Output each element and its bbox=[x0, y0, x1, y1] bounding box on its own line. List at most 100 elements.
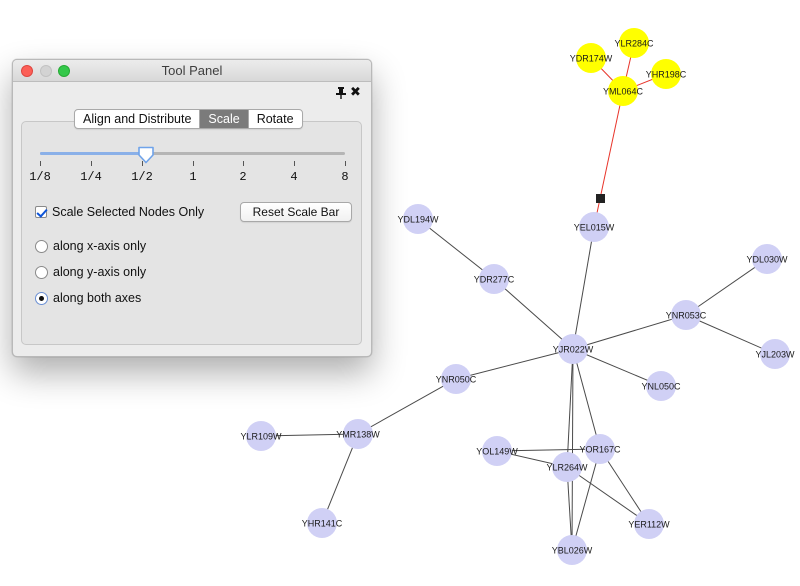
edge-YJR022W-YLR264W[interactable] bbox=[566, 348, 574, 468]
node-circle[interactable] bbox=[651, 59, 681, 89]
node-label: YDL030W bbox=[746, 255, 788, 265]
pin-icon[interactable] bbox=[336, 87, 346, 99]
radio-both-axes-label: along both axes bbox=[53, 291, 142, 305]
slider-tick bbox=[294, 161, 295, 166]
node-circle[interactable] bbox=[579, 212, 609, 242]
node[interactable]: YOL149W bbox=[476, 436, 518, 466]
window-title: Tool Panel bbox=[161, 63, 223, 78]
node-circle[interactable] bbox=[479, 264, 509, 294]
node-circle[interactable] bbox=[576, 43, 606, 73]
node-circle[interactable] bbox=[246, 421, 276, 451]
node-circle[interactable] bbox=[557, 535, 587, 565]
minimize-window-button[interactable] bbox=[40, 65, 52, 77]
node-circle[interactable] bbox=[482, 436, 512, 466]
node[interactable]: YJR022W bbox=[553, 334, 594, 364]
tick-label: 1 bbox=[189, 170, 197, 184]
node[interactable]: YNR053C bbox=[666, 300, 707, 330]
tab-rotate[interactable]: Rotate bbox=[256, 112, 294, 126]
close-panel-icon[interactable]: ✖ bbox=[350, 84, 361, 99]
node-label: YOR167C bbox=[579, 445, 621, 455]
node-label: YNR050C bbox=[436, 375, 477, 385]
node[interactable]: YEL015W bbox=[574, 212, 615, 242]
node-label: YMR138W bbox=[336, 430, 380, 440]
edge-YLR109W-YMR138W[interactable] bbox=[260, 433, 359, 437]
tick-label: 2 bbox=[239, 170, 247, 184]
node-circle[interactable] bbox=[307, 508, 337, 538]
node-label: YJR022W bbox=[553, 345, 594, 355]
node[interactable]: YLR109W bbox=[240, 421, 282, 451]
node-circle[interactable] bbox=[585, 434, 615, 464]
node-circle[interactable] bbox=[403, 204, 433, 234]
reset-scale-bar-button[interactable]: Reset Scale Bar bbox=[240, 202, 352, 222]
scale-selected-only-checkbox[interactable] bbox=[35, 206, 47, 218]
slider-tick bbox=[142, 161, 143, 166]
node[interactable]: YOR167C bbox=[579, 434, 621, 464]
node[interactable]: YJL203W bbox=[755, 339, 795, 369]
node-circle[interactable] bbox=[441, 364, 471, 394]
node-circle[interactable] bbox=[343, 419, 373, 449]
node[interactable]: YBL026W bbox=[552, 535, 593, 565]
edge-YJR022W-YNL050C[interactable] bbox=[572, 348, 662, 387]
edge-YNR053C-YJL203W[interactable] bbox=[685, 314, 776, 355]
edge-YNR053C-YJR022W[interactable] bbox=[572, 314, 687, 350]
node[interactable]: YML064C bbox=[603, 76, 644, 106]
edge-YMR138W-YHR141C[interactable] bbox=[321, 433, 359, 524]
node-circle[interactable] bbox=[646, 371, 676, 401]
edge-YDR277C-YJR022W[interactable] bbox=[493, 278, 574, 350]
node[interactable]: YER112W bbox=[628, 509, 670, 539]
slider-tick bbox=[243, 161, 244, 166]
node-label: YDL194W bbox=[397, 215, 439, 225]
title-bar[interactable]: Tool Panel bbox=[13, 60, 371, 82]
slider-tick bbox=[91, 161, 92, 166]
edge-YEL015W-YJR022W[interactable] bbox=[572, 226, 595, 350]
tool-panel-window: Tool Panel ✖ Align and Distribute Scale … bbox=[12, 59, 372, 357]
edge-handle[interactable] bbox=[596, 194, 605, 203]
close-window-button[interactable] bbox=[21, 65, 33, 77]
tab-bar: Align and Distribute Scale Rotate bbox=[74, 109, 303, 129]
node[interactable]: YDL194W bbox=[397, 204, 439, 234]
edge-YNR050C-YMR138W[interactable] bbox=[357, 378, 457, 435]
node[interactable]: YLR284C bbox=[614, 28, 654, 58]
radio-both-axes[interactable] bbox=[35, 292, 48, 305]
tab-align-distribute[interactable]: Align and Distribute bbox=[75, 110, 201, 128]
scale-slider-thumb[interactable] bbox=[137, 146, 155, 164]
node[interactable]: YNR050C bbox=[436, 364, 477, 394]
edge-YDL030W-YNR053C[interactable] bbox=[685, 258, 768, 316]
node-circle[interactable] bbox=[558, 334, 588, 364]
node-circle[interactable] bbox=[552, 452, 582, 482]
node[interactable]: YHR198C bbox=[646, 59, 687, 89]
edge-YLR264W-YER112W[interactable] bbox=[566, 466, 650, 525]
node[interactable]: YDR277C bbox=[474, 264, 515, 294]
radio-x-axis[interactable] bbox=[35, 240, 48, 253]
edge-YDL194W-YDR277C[interactable] bbox=[417, 218, 495, 280]
node-label: YBL026W bbox=[552, 546, 593, 556]
radio-y-axis[interactable] bbox=[35, 266, 48, 279]
node[interactable]: YMR138W bbox=[336, 419, 380, 449]
scale-slider-fill bbox=[40, 152, 146, 155]
zoom-window-button[interactable] bbox=[58, 65, 70, 77]
node-circle[interactable] bbox=[671, 300, 701, 330]
node[interactable]: YDL030W bbox=[746, 244, 788, 274]
edge-YJR022W-YOR167C[interactable] bbox=[572, 348, 601, 450]
node-circle[interactable] bbox=[619, 28, 649, 58]
node-label: YLR109W bbox=[240, 432, 282, 442]
edge-YJR022W-YNR050C[interactable] bbox=[455, 348, 574, 380]
node-label: YDR174W bbox=[570, 54, 613, 64]
tab-scale[interactable]: Scale bbox=[200, 110, 249, 128]
node-label: YER112W bbox=[628, 520, 670, 530]
node[interactable]: YLR264W bbox=[546, 452, 588, 482]
edge-YOR167C-YBL026W[interactable] bbox=[571, 448, 601, 551]
node-circle[interactable] bbox=[634, 509, 664, 539]
node-circle[interactable] bbox=[752, 244, 782, 274]
tick-label: 1/8 bbox=[29, 170, 51, 184]
edge-YML064C-YEL015W[interactable] bbox=[593, 90, 624, 228]
node[interactable]: YNL050C bbox=[641, 371, 681, 401]
node[interactable]: YDR174W bbox=[570, 43, 613, 73]
edge-YOL149W-YOR167C[interactable] bbox=[496, 448, 601, 452]
scale-slider-track[interactable] bbox=[40, 152, 345, 155]
node-circle[interactable] bbox=[608, 76, 638, 106]
node[interactable]: YHR141C bbox=[302, 508, 343, 538]
node-circle[interactable] bbox=[760, 339, 790, 369]
node-label: YOL149W bbox=[476, 447, 518, 457]
